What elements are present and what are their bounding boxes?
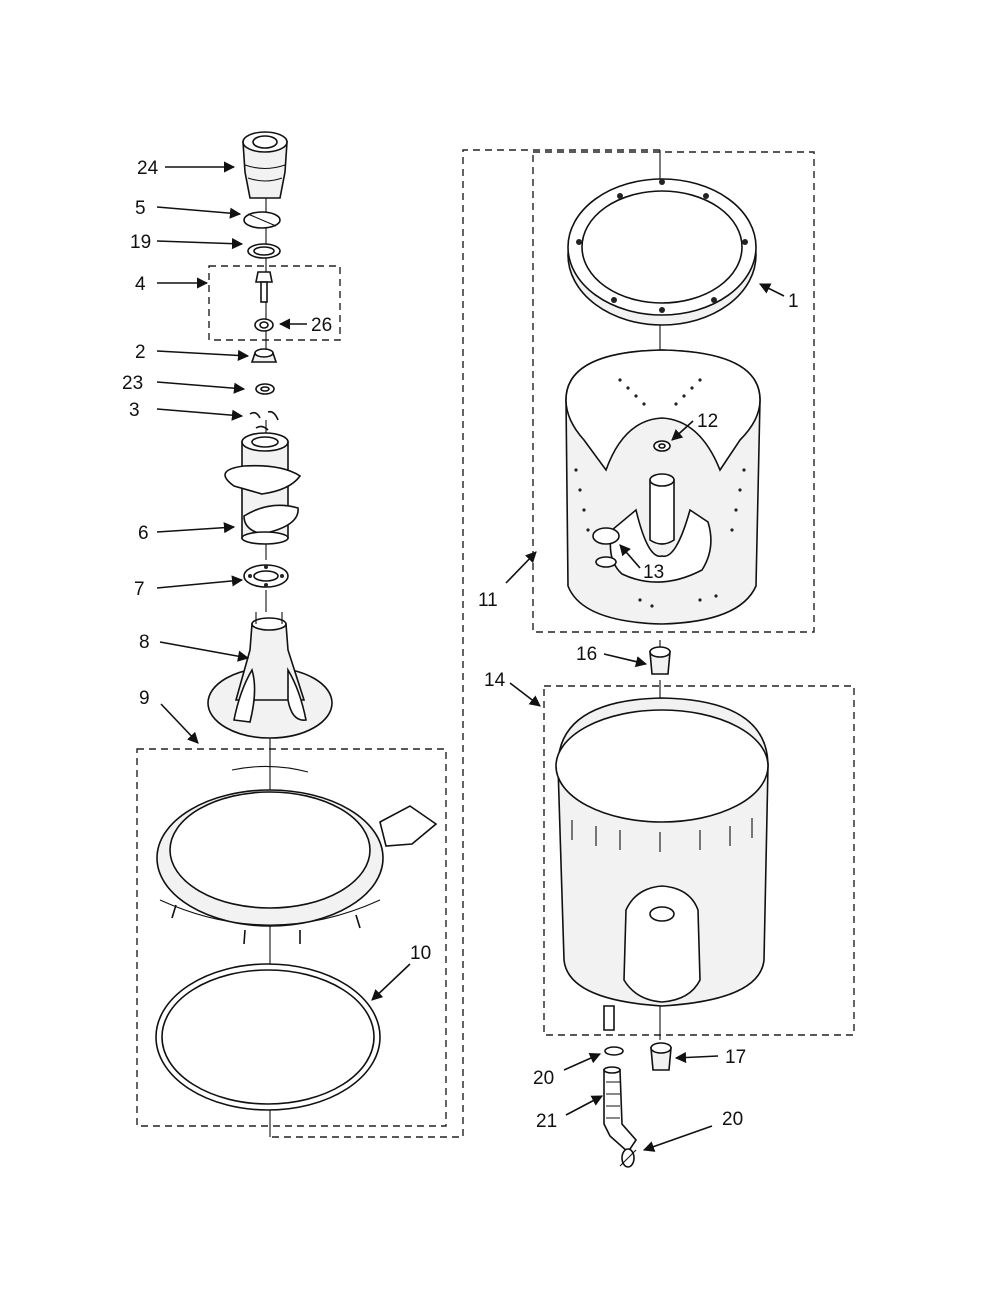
- part-10-belt-ring: [155, 963, 381, 1111]
- callout-20-lower: 20: [722, 1109, 743, 1130]
- callout-17: 17: [725, 1047, 746, 1068]
- part-23-washer: [255, 383, 275, 395]
- callout-1: 1: [788, 291, 799, 312]
- callout-7: 7: [134, 579, 145, 600]
- callout-23: 23: [122, 373, 143, 394]
- group-box-1: [532, 151, 815, 633]
- part-13-plug: [592, 527, 620, 568]
- callout-14: 14: [484, 670, 506, 691]
- part-21-drain-hose: [603, 1066, 638, 1154]
- part-3-cam-clips: [249, 410, 279, 431]
- part-16-nozzle: [649, 646, 671, 675]
- callout-20-upper: 20: [533, 1068, 554, 1089]
- callout-19: 19: [130, 232, 151, 253]
- callout-4: 4: [135, 274, 146, 295]
- callout-3: 3: [129, 400, 140, 421]
- callout-labels: 24 5 19 4 26 2 23 3 6 7 8 9 10 1 12 13 1…: [122, 158, 799, 1132]
- part-20-clamp-lower: [619, 1148, 637, 1168]
- part-4-bolt: [254, 271, 274, 332]
- callout-11: 11: [478, 590, 498, 611]
- callout-2: 2: [135, 342, 146, 363]
- callout-6: 6: [138, 523, 149, 544]
- part-8-agitator-base: [207, 612, 333, 739]
- part-12-hub-nut: [653, 440, 671, 452]
- callout-12: 12: [697, 411, 718, 432]
- part-19-seal-ring: [247, 243, 281, 259]
- callout-8: 8: [139, 632, 150, 653]
- part-20-clamp-upper: [604, 1046, 624, 1056]
- group-box-4: [208, 265, 341, 341]
- basket-perforations: [574, 378, 746, 608]
- part-9-tub-ring: [156, 765, 438, 945]
- callout-10: 10: [410, 943, 431, 964]
- part-14-outer-tub: [555, 697, 769, 1031]
- callout-13: 13: [643, 562, 664, 583]
- callout-5: 5: [135, 198, 146, 219]
- part-6-auger: [224, 432, 302, 545]
- part-7-bearing-ring: [243, 564, 289, 588]
- group-box-14: [543, 685, 855, 1036]
- part-5-spring: [243, 211, 281, 229]
- part-24-agitator-cap: [242, 131, 288, 199]
- callout-16: 16: [576, 644, 597, 665]
- callout-24: 24: [137, 158, 159, 179]
- spin-basket: [565, 349, 761, 625]
- callout-9: 9: [139, 688, 150, 709]
- part-17-drain-plug: [650, 1042, 672, 1071]
- leader-lines: [156, 161, 785, 1152]
- callout-21: 21: [536, 1111, 557, 1132]
- part-2-nut: [250, 348, 278, 363]
- group-box-9: [136, 748, 447, 1127]
- callout-26: 26: [311, 315, 332, 336]
- group-box-11: [271, 149, 660, 1138]
- part-1-balance-ring: [567, 178, 757, 326]
